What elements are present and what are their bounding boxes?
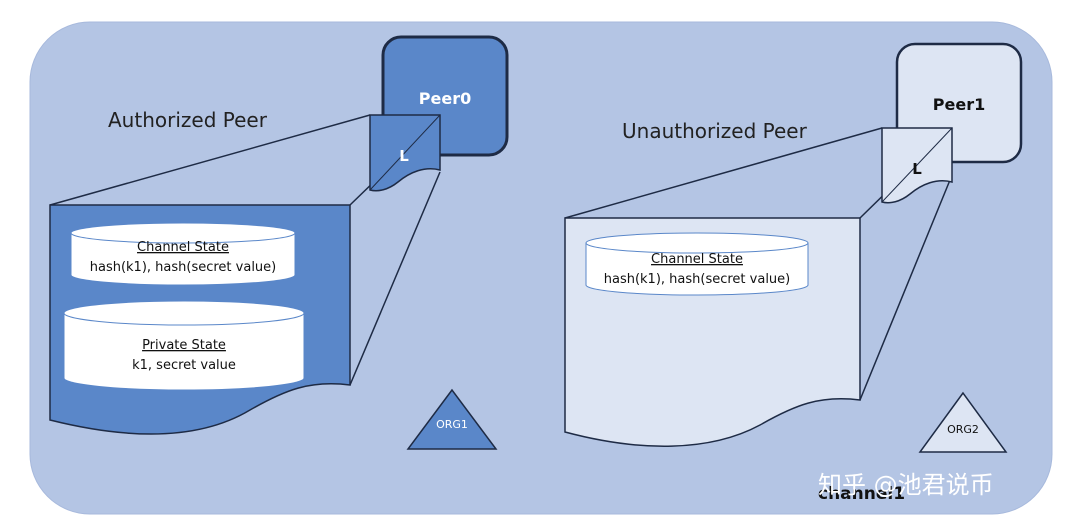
watermark-text: 知乎 @池君说币 <box>818 471 994 499</box>
org2-label: ORG2 <box>947 423 979 436</box>
authorized-peer-title: Authorized Peer <box>108 108 268 132</box>
authorized-channel-state-db <box>70 222 296 286</box>
authorized-private-state-db <box>63 300 305 391</box>
org1-label: ORG1 <box>436 418 468 431</box>
org1-triangle <box>406 388 498 450</box>
peer1-label: Peer1 <box>933 95 985 114</box>
unauthorized-channel-state-db <box>585 232 809 296</box>
unauthorized-channel-state-heading: Channel State <box>651 252 743 267</box>
authorized-private-state-heading: Private State <box>142 338 226 353</box>
authorized-private-state-value: k1, secret value <box>132 358 236 373</box>
unauthorized-channel-state-value: hash(k1), hash(secret value) <box>604 272 791 287</box>
unauthorized-peer-title: Unauthorized Peer <box>622 119 808 143</box>
unauthorized-ledger-label: L <box>912 160 922 178</box>
peer0-label: Peer0 <box>419 89 471 108</box>
authorized-ledger-label: L <box>399 147 409 165</box>
authorized-channel-state-value: hash(k1), hash(secret value) <box>90 260 277 275</box>
org2-triangle <box>918 391 1008 453</box>
authorized-channel-state-heading: Channel State <box>137 240 229 255</box>
channel-label: channel1 <box>818 484 905 504</box>
